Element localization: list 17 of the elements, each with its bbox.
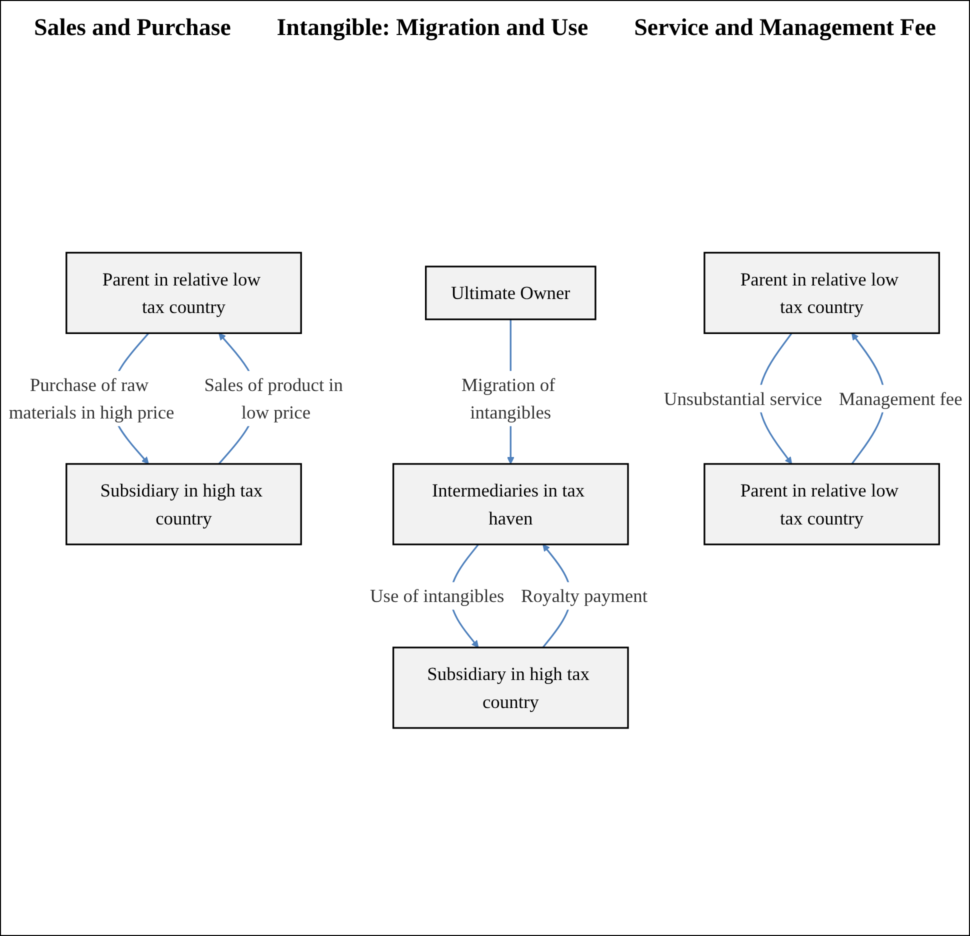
node-box: Parent in relative low tax country bbox=[704, 252, 940, 334]
node-box: Ultimate Owner bbox=[425, 266, 596, 320]
node-box: Parent in relative low tax country bbox=[704, 463, 940, 546]
node-box: Intermediaries in tax haven bbox=[392, 463, 629, 546]
node-box: Subsidiary in high tax country bbox=[66, 463, 302, 546]
edge-label: Use of intangibles bbox=[370, 586, 504, 607]
edge-label: Purchase of raw materials in high price bbox=[8, 374, 174, 424]
edge-label: Sales of product in low price bbox=[204, 374, 344, 424]
node-box: Subsidiary in high tax country bbox=[392, 646, 629, 729]
section-heading: Service and Management Fee bbox=[634, 15, 936, 42]
section-heading: Sales and Purchase bbox=[34, 15, 231, 42]
edge-label: Royalty payment bbox=[520, 586, 648, 607]
edge-label: Migration of intangibles bbox=[461, 374, 556, 424]
edge-label: Unsubstantial service bbox=[664, 388, 822, 410]
section-heading: Intangible: Migration and Use bbox=[276, 15, 588, 42]
edge-label: Management fee bbox=[838, 388, 962, 410]
node-box: Parent in relative low tax country bbox=[66, 252, 302, 334]
